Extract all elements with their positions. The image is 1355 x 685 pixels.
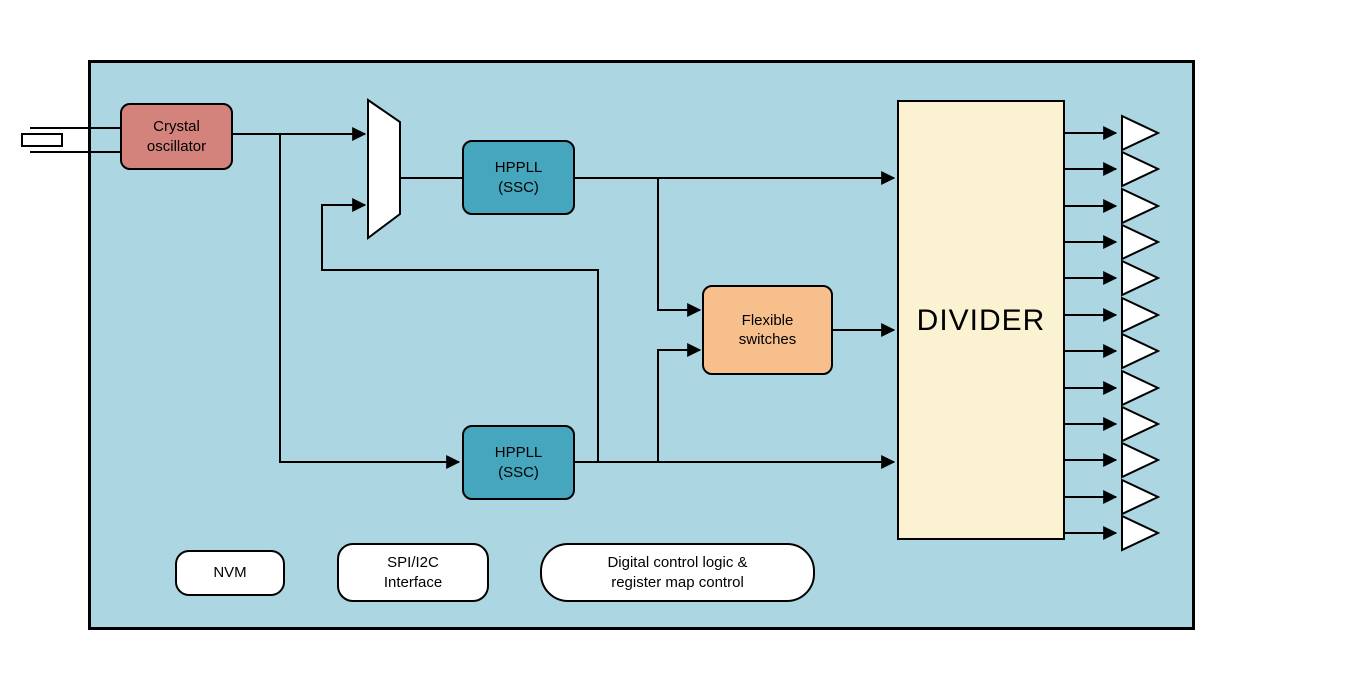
output-buffer-icon [1121, 441, 1161, 479]
wire-xo-to-hppll-bottom [279, 134, 461, 469]
block-hppll-top: HPPLL (SSC) [462, 140, 575, 215]
output-buffer-icon [1121, 259, 1161, 297]
wire-hppll-bottom-to-mux [321, 198, 599, 462]
block-nvm: NVM [175, 550, 285, 596]
output-buffer-icon [1121, 296, 1161, 334]
crystal-icon [21, 133, 63, 147]
output-buffer-icon [1121, 187, 1161, 225]
block-digital-control: Digital control logic & register map con… [540, 543, 815, 602]
output-buffer-icon [1121, 332, 1161, 370]
output-buffer-icon [1121, 223, 1161, 261]
output-buffer-icon [1121, 514, 1161, 552]
block-crystal-oscillator: Crystal oscillator [120, 103, 233, 170]
block-flexible-switches: Flexible switches [702, 285, 833, 375]
wire-hppll-bottom-to-switches [657, 343, 702, 462]
output-buffer-icon [1121, 369, 1161, 407]
block-spi-i2c-interface: SPI/I2C Interface [337, 543, 489, 602]
divider-outputs [1065, 114, 1161, 552]
output-buffer-icon [1121, 478, 1161, 516]
output-buffer-icon [1121, 150, 1161, 188]
wire-hppll-top-to-switches [657, 178, 702, 317]
output-buffer-icon [1121, 114, 1161, 152]
mux-icon [367, 98, 401, 240]
block-divider: DIVIDER [897, 100, 1065, 540]
block-hppll-bottom: HPPLL (SSC) [462, 425, 575, 500]
output-buffer-icon [1121, 405, 1161, 443]
